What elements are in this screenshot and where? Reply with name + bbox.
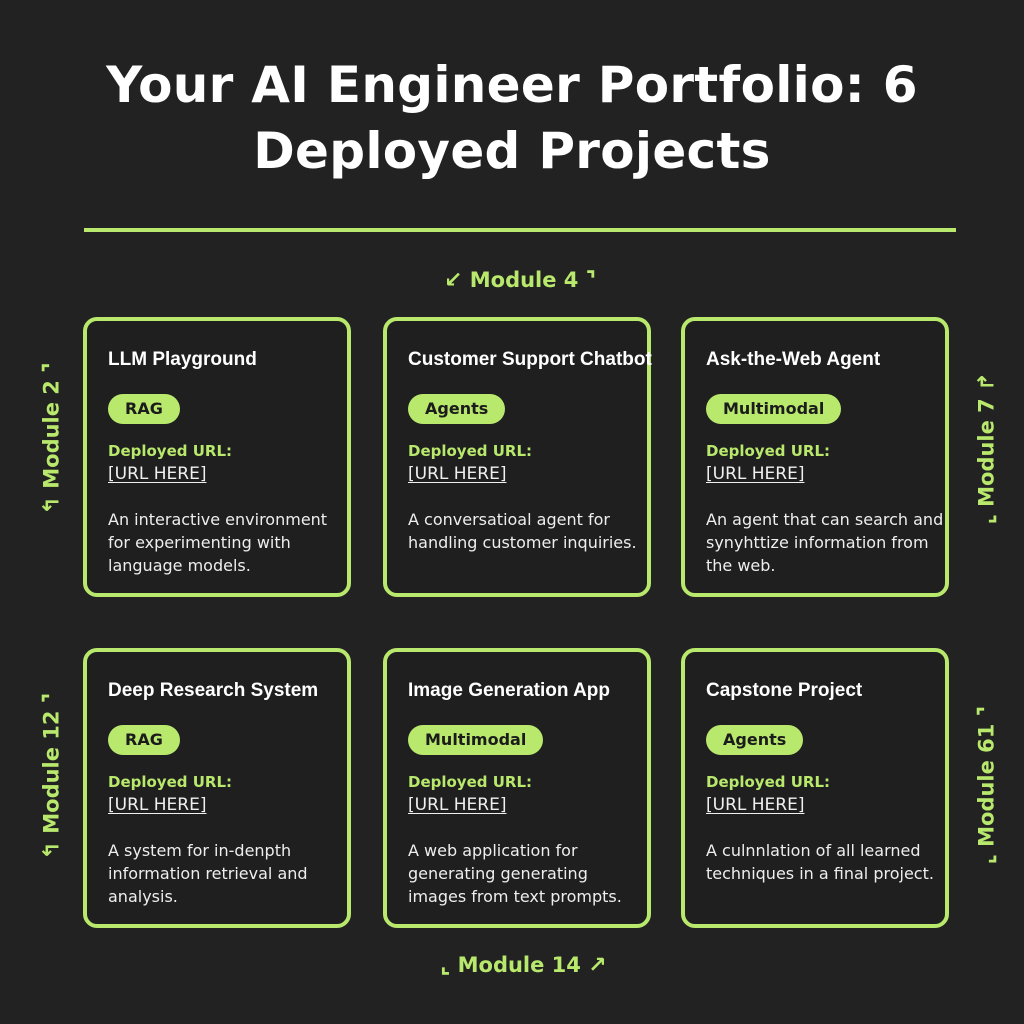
project-card: Deep Research System RAG Deployed URL: [… (83, 648, 351, 928)
project-description: A conversatioal agent for handling custo… (408, 510, 637, 552)
curved-arrow-icon: ↙ (444, 268, 463, 293)
project-tag: Agents (706, 725, 804, 755)
project-description: An interactive environment for experimen… (108, 510, 328, 575)
project-name: Capstone Project (706, 680, 863, 701)
module-label-bottom: ⌞ Module 14 ↗ (440, 953, 607, 978)
project-tag: RAG (108, 725, 180, 755)
url-label: Deployed URL: (408, 442, 533, 460)
curved-arrow-icon: ⌞ (440, 953, 451, 978)
url-label: Deployed URL: (108, 773, 233, 791)
curved-arrow-icon: ⌝ (39, 692, 65, 704)
project-tag: Multimodal (408, 725, 544, 755)
module-label-right-bottom: ⌞ Module 61 ⌝ (974, 705, 1000, 865)
project-url-link[interactable]: [URL HERE] (408, 464, 507, 484)
project-url-link[interactable]: [URL HERE] (706, 464, 805, 484)
curved-arrow-icon: ⌝ (39, 362, 65, 373)
project-name: Ask-the-Web Agent (706, 349, 881, 370)
curved-arrow-icon: ↱ (974, 372, 1000, 391)
project-name: Customer Support Chatbot (408, 349, 652, 370)
project-url-link[interactable]: [URL HERE] (408, 795, 507, 815)
project-name: Image Generation App (408, 680, 610, 701)
project-description: A culnnlation of all learned techniques … (706, 841, 934, 883)
page-title: Your AI Engineer Portfolio: 6 Deployed P… (106, 56, 918, 180)
project-tag: Agents (408, 394, 506, 424)
project-card: Ask-the-Web Agent Multimodal Deployed UR… (681, 317, 949, 597)
url-label: Deployed URL: (108, 442, 233, 460)
url-label: Deployed URL: (706, 442, 831, 460)
curved-arrow-icon: ⌝ (585, 268, 597, 293)
module-label-right-top: ⌞ Module 7 ↱ (974, 372, 1000, 525)
project-name: LLM Playground (108, 349, 257, 370)
project-description: A web application for generating generat… (408, 841, 622, 906)
module-label-left-top: ↰ Module 2 ⌝ (39, 362, 65, 515)
project-url-link[interactable]: [URL HERE] (108, 795, 207, 815)
project-tag: RAG (108, 394, 180, 424)
project-tag: Multimodal (706, 394, 842, 424)
curved-arrow-icon: ⌝ (974, 705, 1000, 717)
module-label-left-bottom: ↰ Module 12 ⌝ (39, 692, 65, 860)
curved-arrow-icon: ↰ (39, 841, 65, 860)
project-name: Deep Research System (108, 680, 319, 701)
project-card: LLM Playground RAG Deployed URL: [URL HE… (83, 317, 351, 597)
url-label: Deployed URL: (408, 773, 533, 791)
curved-arrow-icon: ⌞ (974, 514, 1000, 525)
curved-arrow-icon: ⌞ (974, 854, 1000, 865)
project-description: A system for in-denpth information retri… (108, 841, 308, 906)
curved-arrow-icon: ↗ (588, 953, 607, 978)
project-card: Image Generation App Multimodal Deployed… (383, 648, 651, 928)
url-label: Deployed URL: (706, 773, 831, 791)
project-card: Capstone Project Agents Deployed URL: [U… (681, 648, 949, 928)
project-url-link[interactable]: [URL HERE] (706, 795, 805, 815)
title-divider (84, 228, 956, 232)
module-label-top: ↙ Module 4 ⌝ (444, 268, 597, 293)
project-url-link[interactable]: [URL HERE] (108, 464, 207, 484)
project-card: Customer Support Chatbot Agents Deployed… (383, 317, 652, 597)
curved-arrow-icon: ↰ (39, 496, 65, 515)
project-description: An agent that can search and synyhttize … (706, 510, 944, 575)
